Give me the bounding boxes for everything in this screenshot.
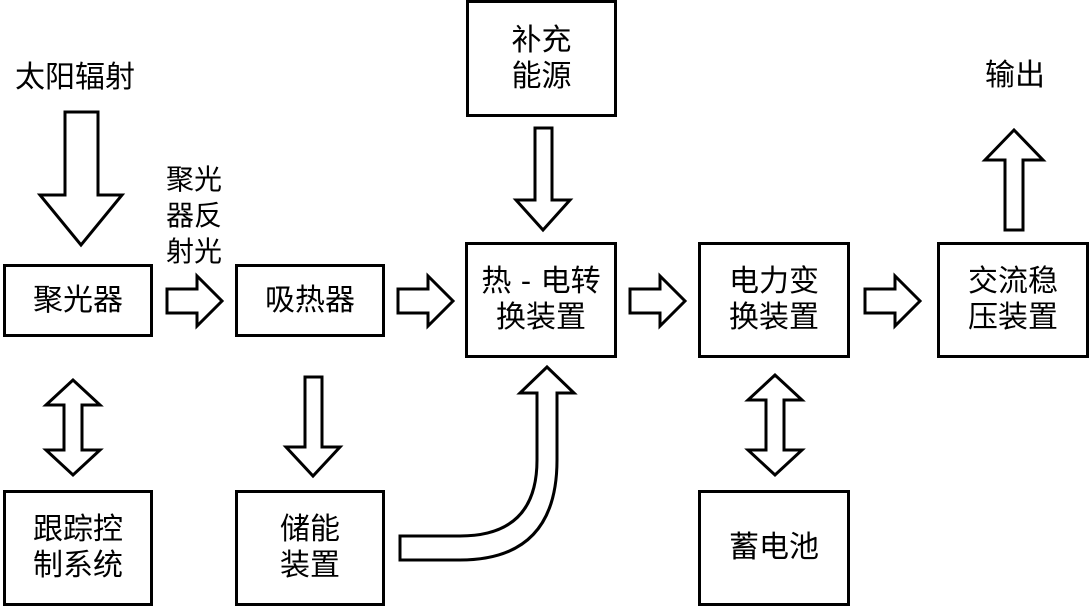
node-receiver: 吸热器 bbox=[235, 264, 385, 337]
arrow-receiver-to-storage bbox=[282, 375, 344, 479]
label-reflected-line-2: 器反 bbox=[166, 199, 223, 232]
node-inverter-line-1: 交流稳 bbox=[968, 264, 1058, 299]
arrow-output-up bbox=[981, 127, 1047, 232]
label-reflected-light: 聚光 器反 射光 bbox=[166, 162, 222, 270]
node-tracking-line-1: 跟踪控 bbox=[33, 512, 123, 547]
arrow-supplement-down bbox=[512, 126, 574, 233]
node-storage-line-2: 装置 bbox=[280, 548, 340, 583]
label-solar-radiation: 太阳辐射 bbox=[15, 60, 135, 95]
node-inverter-line-2: 压装置 bbox=[968, 300, 1058, 335]
node-power-conversion: 电力变 换装置 bbox=[698, 242, 850, 358]
node-inverter: 交流稳 压装置 bbox=[937, 242, 1089, 358]
arrow-storage-to-converter bbox=[398, 364, 578, 562]
node-power-line-1: 电力变 bbox=[729, 264, 819, 299]
label-reflected-line-1: 聚光 bbox=[166, 163, 223, 196]
node-concentrator-text: 聚光器 bbox=[33, 282, 123, 318]
node-converter-line-2: 换装置 bbox=[496, 300, 586, 335]
arrow-power-to-inverter bbox=[863, 272, 923, 330]
node-converter-line-1: 热 - 电转 bbox=[481, 264, 601, 299]
node-tracking-line-2: 制系统 bbox=[33, 548, 123, 583]
label-reflected-line-3: 射光 bbox=[166, 235, 223, 268]
arrow-concentrator-tracking bbox=[42, 377, 104, 478]
node-supplement-line-2: 能源 bbox=[511, 58, 572, 94]
node-energy-storage: 储能 装置 bbox=[235, 490, 385, 606]
arrow-concentrator-to-receiver bbox=[165, 272, 225, 330]
node-storage-line-1: 储能 bbox=[280, 512, 340, 547]
arrow-converter-to-power bbox=[628, 272, 688, 330]
node-tracking-control: 跟踪控 制系统 bbox=[3, 490, 153, 606]
arrow-solar-down bbox=[36, 110, 126, 248]
node-converter: 热 - 电转 换装置 bbox=[465, 242, 617, 358]
node-power-line-2: 换装置 bbox=[729, 300, 819, 335]
node-receiver-text: 吸热器 bbox=[265, 282, 355, 318]
node-battery: 蓄电池 bbox=[698, 490, 850, 606]
arrow-power-battery bbox=[744, 372, 806, 478]
node-concentrator: 聚光器 bbox=[3, 264, 153, 337]
arrow-receiver-to-converter bbox=[396, 272, 456, 330]
label-output: 输出 bbox=[985, 58, 1045, 93]
node-supplement-line-1: 补充 bbox=[511, 22, 572, 58]
node-battery-text: 蓄电池 bbox=[729, 530, 819, 565]
node-supplementary-energy: 补充 能源 bbox=[466, 0, 617, 117]
